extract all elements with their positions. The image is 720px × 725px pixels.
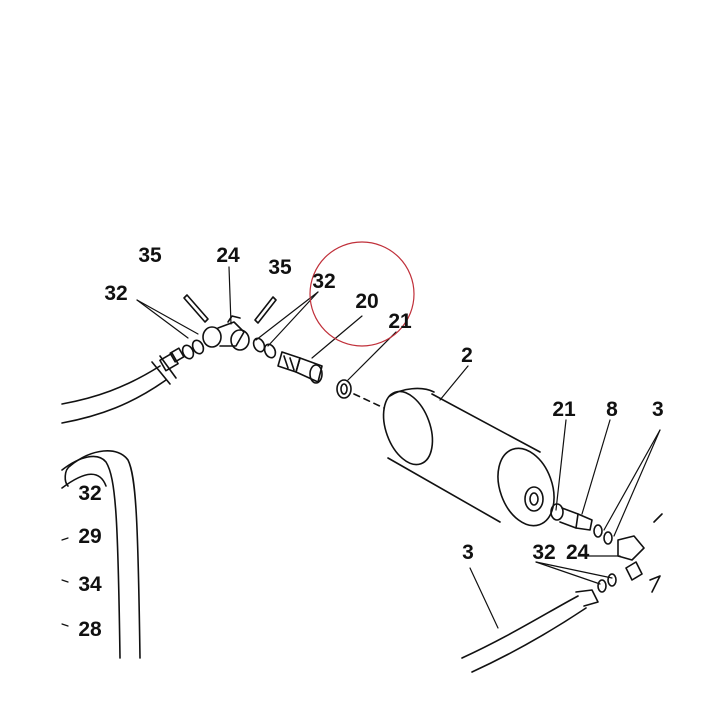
callout-21-top: 21 [388,310,412,333]
lower-right-hose [461,573,617,673]
callout-32-top-middle: 32 [312,270,335,293]
upper-left-hose [61,355,177,424]
callout-24-top: 24 [216,244,240,267]
axis-line [353,393,385,409]
left-vertical-hoses [61,450,141,659]
elbow-fitting-top [202,315,250,351]
connector-20 [277,351,323,384]
fuel-filter-2 [382,387,555,527]
highlight-circle [309,241,415,347]
callout-24-bottom: 24 [566,541,590,564]
callout-35-right: 35 [268,256,292,279]
callout-3-bottom: 3 [462,541,474,564]
callout-3-partial: 3 [652,398,664,421]
leader-lines [61,266,661,629]
callout-labels: 35 24 35 32 32 20 21 2 21 8 3 32 29 34 2… [78,244,663,641]
callout-32-top-left: 32 [104,282,127,305]
callout-34: 34 [78,573,102,596]
callout-32-bottom: 32 [532,541,555,564]
callout-21-right: 21 [552,398,576,421]
callout-20: 20 [355,290,378,313]
hose-barb-fitting-left [159,347,185,372]
callout-35-left: 35 [138,244,162,267]
pins-35 [183,294,277,324]
washer-21-top [336,379,352,399]
callout-8: 8 [606,398,618,421]
callout-2: 2 [461,344,473,367]
o-rings-left [181,339,205,360]
o-rings-middle [252,337,277,359]
callout-28: 28 [78,618,102,641]
callout-32-left: 32 [78,482,101,505]
callout-29: 29 [78,525,101,548]
